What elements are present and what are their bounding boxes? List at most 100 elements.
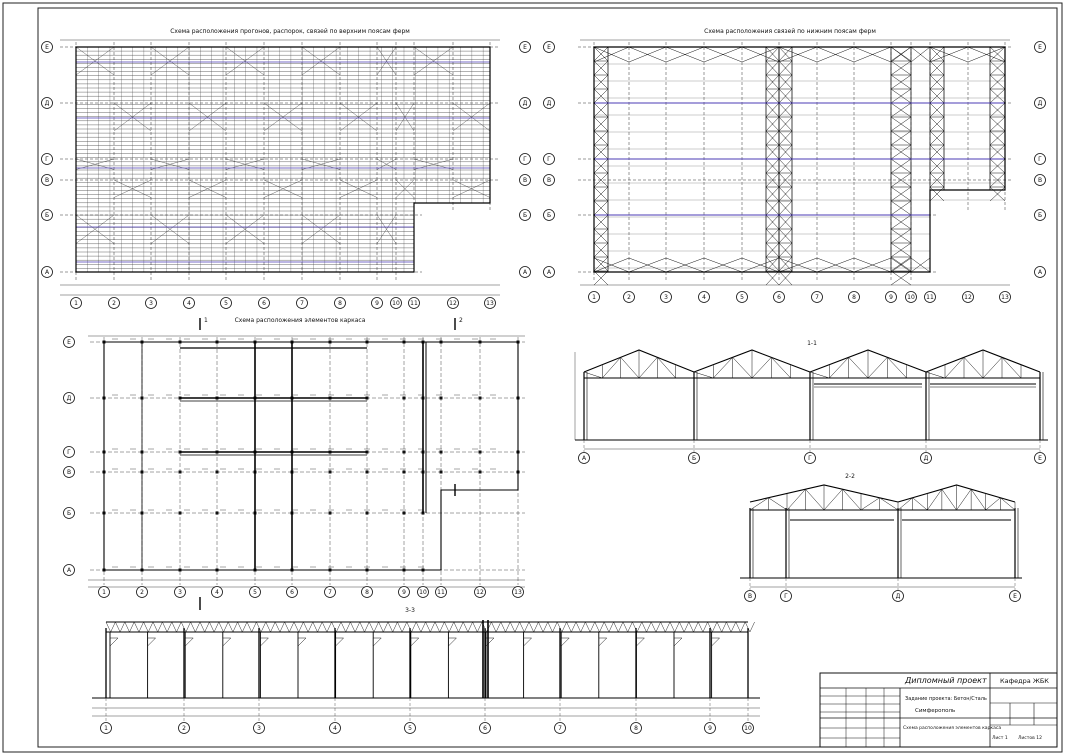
svg-text:Г: Г: [784, 593, 788, 600]
plan1-row-r-Д: Д: [519, 97, 531, 109]
section2-title: 2-2: [845, 473, 855, 480]
plan2-row-Б: Б: [543, 209, 555, 221]
svg-text:Б: Б: [547, 212, 551, 219]
sec1-axis-Е: Е: [1034, 452, 1046, 464]
stamp-main-title: Дипломный проект: [904, 676, 987, 685]
svg-text:В: В: [67, 469, 71, 476]
svg-text:Д: Д: [67, 395, 72, 402]
svg-text:Д: Д: [523, 100, 528, 107]
plan1-row-Д: Д: [41, 97, 53, 109]
plan1-row-Г: Г: [41, 153, 53, 165]
plan1-row-r-В: В: [519, 174, 531, 186]
svg-text:1: 1: [104, 725, 108, 732]
svg-text:Е: Е: [1013, 593, 1017, 600]
svg-text:11: 11: [410, 300, 418, 307]
svg-text:А: А: [523, 269, 528, 276]
svg-text:Д: Д: [547, 100, 552, 107]
plan2-col-3: 3: [660, 291, 672, 303]
plan1-row-В: В: [41, 174, 53, 186]
svg-text:13: 13: [514, 589, 522, 596]
svg-text:Г: Г: [547, 156, 551, 163]
svg-text:В: В: [1038, 177, 1042, 184]
stamp-project: Задание проекта: Бетон/Сталь: [905, 696, 987, 702]
plan1-row-r-А: А: [519, 266, 531, 278]
sec2-axis-Д: Д: [892, 590, 904, 602]
stamp-sheet: Лист 1: [992, 735, 1008, 741]
svg-text:Г: Г: [523, 156, 527, 163]
svg-text:2: 2: [459, 317, 463, 324]
svg-text:9: 9: [889, 294, 893, 301]
svg-text:1: 1: [204, 317, 208, 324]
plan3-col-1: 1: [98, 586, 110, 598]
svg-text:7: 7: [300, 300, 304, 307]
plan1-row-r-Б: Б: [519, 209, 531, 221]
plan3-row-Д: Д: [63, 392, 75, 404]
plan2-col-5: 5: [736, 291, 748, 303]
sec2-axis-В: В: [744, 590, 756, 602]
stamp-sheets: Листов 12: [1018, 735, 1042, 741]
svg-text:3: 3: [149, 300, 153, 307]
plan1-col-3: 3: [145, 297, 157, 309]
plan1-col-10: 10: [390, 297, 402, 309]
svg-text:3: 3: [664, 294, 668, 301]
plan3-col-8: 8: [361, 586, 373, 598]
sec1-axis-Б: Б: [688, 452, 700, 464]
plan2-col-9: 9: [885, 291, 897, 303]
plan2-col-6: 6: [773, 291, 785, 303]
svg-text:8: 8: [365, 589, 369, 596]
plan1-row-r-Е: Е: [519, 41, 531, 53]
svg-text:12: 12: [476, 589, 484, 596]
plan1-row-r-Г: Г: [519, 153, 531, 165]
plan3-col-7: 7: [324, 586, 336, 598]
plan2-row-r-В: В: [1034, 174, 1046, 186]
plan3-outline: [103, 341, 519, 571]
plan2-col-11: 11: [924, 291, 936, 303]
plan1-col-9: 9: [371, 297, 383, 309]
svg-text:11: 11: [437, 589, 445, 596]
svg-text:А: А: [582, 455, 587, 462]
stamp-sheet-name: Схема расположения элементов каркаса: [903, 725, 1001, 731]
svg-text:Г: Г: [67, 449, 71, 456]
plan1-col-7: 7: [296, 297, 308, 309]
svg-text:4: 4: [215, 589, 219, 596]
svg-text:10: 10: [907, 294, 915, 301]
plan2-outline: [593, 46, 1006, 273]
plan3-col-11: 11: [435, 586, 447, 598]
plan3-col-12: 12: [474, 586, 486, 598]
stamp-dept: Кафедра ЖБК: [1000, 677, 1049, 685]
plan1-col-1: 1: [70, 297, 82, 309]
sec2-axis-Г: Г: [780, 590, 792, 602]
plan1-col-12: 12: [447, 297, 459, 309]
plan3-col-2: 2: [136, 586, 148, 598]
svg-text:7: 7: [558, 725, 562, 732]
svg-text:5: 5: [224, 300, 228, 307]
plan2-col-12: 12: [962, 291, 974, 303]
svg-text:Е: Е: [45, 44, 49, 51]
svg-text:8: 8: [338, 300, 342, 307]
sec3-axis-7: 7: [554, 722, 566, 734]
plan2-row-В: В: [543, 174, 555, 186]
plan3-row-А: А: [63, 564, 75, 576]
plan1-row-Е: Е: [41, 41, 53, 53]
plan1-col-8: 8: [334, 297, 346, 309]
plan2-col-1: 1: [588, 291, 600, 303]
section1-title: 1-1: [807, 340, 817, 347]
svg-text:11: 11: [926, 294, 934, 301]
svg-text:Г: Г: [808, 455, 812, 462]
svg-text:1: 1: [74, 300, 78, 307]
sec3-axis-10: 10: [742, 722, 754, 734]
svg-text:9: 9: [402, 589, 406, 596]
sec3-axis-5: 5: [404, 722, 416, 734]
plan1-col-13: 13: [484, 297, 496, 309]
svg-text:8: 8: [852, 294, 856, 301]
plan1-row-А: А: [41, 266, 53, 278]
sec3-axis-8: 8: [630, 722, 642, 734]
sec1-axis-Д: Д: [920, 452, 932, 464]
plan3-row-Б: Б: [63, 507, 75, 519]
plan3-row-В: В: [63, 466, 75, 478]
svg-text:В: В: [547, 177, 551, 184]
sec3-axis-9: 9: [704, 722, 716, 734]
